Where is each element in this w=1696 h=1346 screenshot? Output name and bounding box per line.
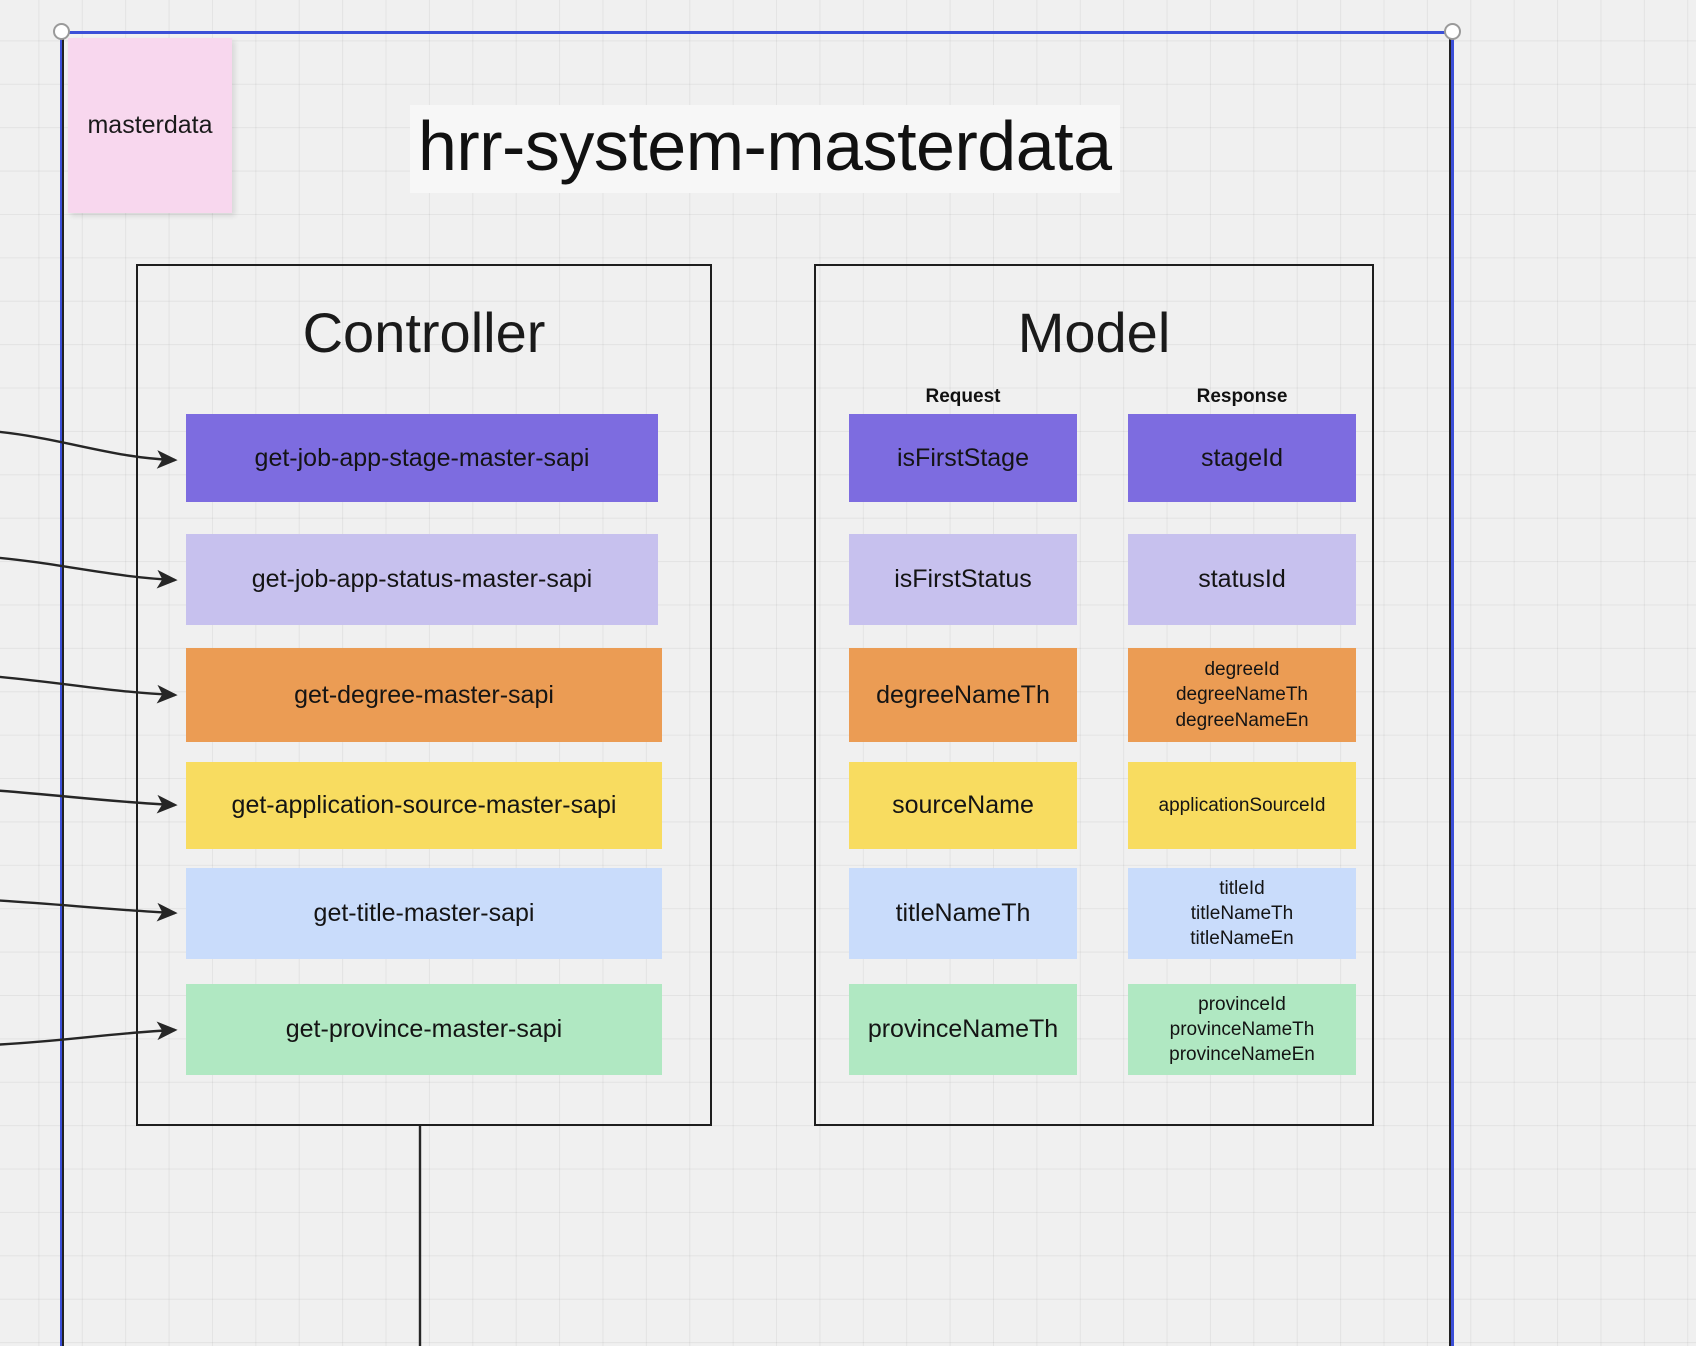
controller-item-5[interactable]: get-province-master-sapi — [186, 984, 662, 1075]
model-response-label: applicationSourceId — [1158, 794, 1326, 816]
controller-item-4[interactable]: get-title-master-sapi — [186, 868, 662, 959]
model-group-box[interactable] — [814, 264, 1374, 1126]
model-request-0[interactable]: isFirstStage — [849, 414, 1077, 502]
controller-item-label: get-job-app-status-master-sapi — [251, 565, 593, 594]
model-title: Model — [1017, 301, 1171, 364]
controller-item-label: get-job-app-stage-master-sapi — [254, 443, 590, 472]
model-request-4[interactable]: titleNameTh — [849, 868, 1077, 959]
selection-handle-top-left[interactable] — [53, 23, 70, 40]
controller-item-label: get-title-master-sapi — [313, 899, 535, 928]
selection-handle-top-right[interactable] — [1444, 23, 1461, 40]
controller-item-label: get-province-master-sapi — [285, 1015, 563, 1044]
model-request-label: isFirstStage — [897, 443, 1029, 472]
controller-title: Controller — [302, 301, 546, 364]
boundary-line-left — [62, 33, 64, 1346]
model-request-5[interactable]: provinceNameTh — [849, 984, 1077, 1075]
model-request-label: degreeNameTh — [876, 680, 1050, 709]
controller-item-label: get-application-source-master-sapi — [231, 791, 617, 820]
controller-item-label: get-degree-master-sapi — [294, 680, 554, 709]
controller-item-2[interactable]: get-degree-master-sapi — [186, 648, 662, 742]
model-response-1[interactable]: statusId — [1128, 534, 1356, 625]
model-response-label: statusId — [1198, 565, 1286, 594]
model-column-header-response: Response — [1196, 386, 1288, 407]
model-request-2[interactable]: degreeNameTh — [849, 648, 1077, 742]
selection-frame-right-edge[interactable] — [1451, 31, 1454, 1346]
model-column-header-request: Request — [925, 386, 1001, 407]
boundary-line-right — [1449, 33, 1451, 1346]
model-request-label: isFirstStatus — [894, 565, 1032, 594]
model-response-0[interactable]: stageId — [1128, 414, 1356, 502]
controller-item-0[interactable]: get-job-app-stage-master-sapi — [186, 414, 658, 502]
controller-item-1[interactable]: get-job-app-status-master-sapi — [186, 534, 658, 625]
model-response-3[interactable]: applicationSourceId — [1128, 762, 1356, 849]
controller-item-3[interactable]: get-application-source-master-sapi — [186, 762, 662, 849]
model-request-label: provinceNameTh — [867, 1015, 1059, 1044]
model-request-1[interactable]: isFirstStatus — [849, 534, 1077, 625]
model-request-3[interactable]: sourceName — [849, 762, 1077, 849]
model-request-label: titleNameTh — [895, 899, 1031, 928]
model-response-label: stageId — [1200, 443, 1283, 472]
sticky-note-masterdata[interactable]: masterdata — [68, 38, 232, 213]
model-request-label: sourceName — [892, 791, 1034, 820]
page-title: hrr-system-masterdata — [410, 105, 1120, 193]
sticky-note-label: masterdata — [87, 111, 213, 139]
selection-frame-top-edge[interactable] — [60, 31, 1454, 34]
